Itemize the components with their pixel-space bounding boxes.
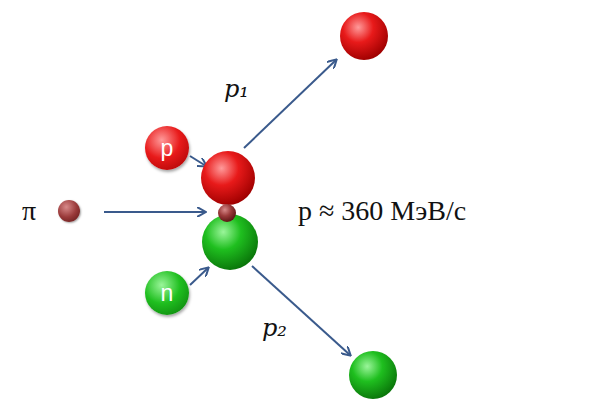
momentum-label: p₂ — [262, 315, 287, 341]
momentum-value: p ≈ 360 МэВ/с — [298, 196, 466, 227]
outgoing-proton — [340, 12, 388, 60]
particle-symbol: π — [22, 195, 36, 227]
neutron-circle: n — [145, 271, 189, 315]
proton-ball — [201, 151, 255, 205]
proton-circle: p — [145, 126, 189, 170]
neutron-ball — [202, 214, 258, 270]
pion-ball — [218, 204, 236, 222]
outgoing-neutron — [349, 351, 397, 399]
particle-letter: n — [161, 282, 174, 305]
particle-letter: p — [161, 137, 174, 160]
pion-node: π — [22, 195, 80, 227]
pion-ball — [58, 200, 80, 222]
momentum-label: p₁ — [224, 76, 249, 102]
